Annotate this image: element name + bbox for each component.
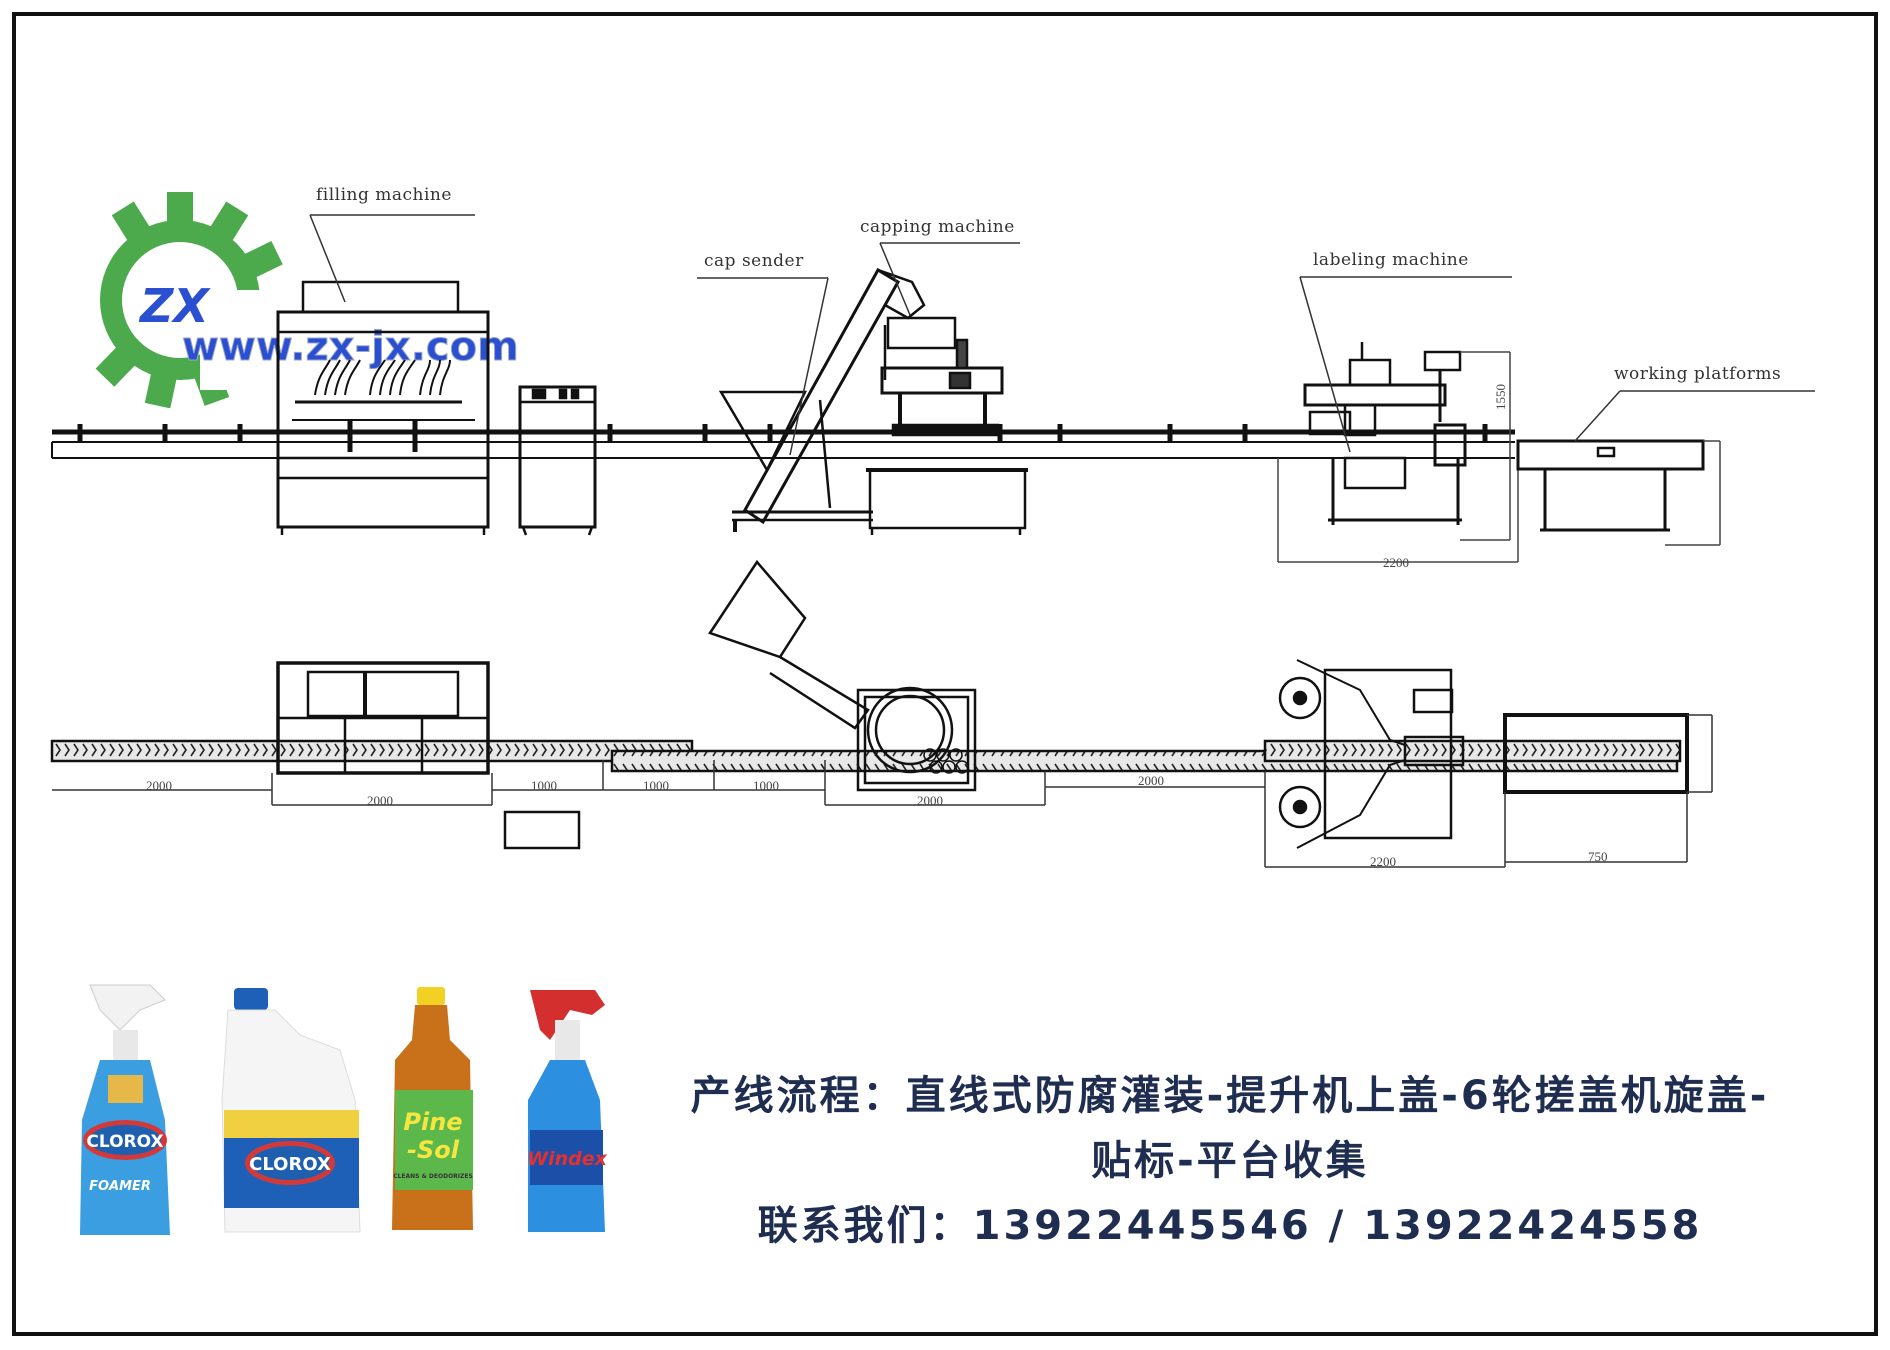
svg-text:Pine: Pine	[403, 1108, 462, 1136]
dim-capping-section: 2000	[917, 793, 943, 808]
leader-lines	[309, 214, 1815, 456]
contact-info: 联系我们：13922445546 / 13922424558	[757, 1203, 1703, 1249]
top-conveyor-segment-3	[1263, 739, 1682, 763]
side-view-labels: filling machine cap sender capping machi…	[316, 185, 1781, 570]
conveyor-posts	[77, 424, 1488, 442]
svg-text:Windex: Windex	[527, 1148, 607, 1170]
filling-machine	[276, 280, 490, 535]
gear-icon	[95, 192, 290, 409]
dim-gap-1: 1000	[531, 778, 557, 793]
svg-text:FOAMER: FOAMER	[89, 1179, 151, 1194]
filling-machine-top	[276, 661, 490, 775]
bottle-windex: Windex	[527, 990, 608, 1232]
control-cabinet	[518, 385, 597, 536]
flow-description-line-1: 产线流程：直线式防腐灌装-提升机上盖-6轮搓盖机旋盖-	[690, 1073, 1770, 1119]
dim-labeler-height: 1550	[1493, 384, 1508, 410]
label-working-platforms: working platforms	[1614, 364, 1781, 384]
svg-text:CLOROX: CLOROX	[249, 1154, 331, 1175]
label-labeling-machine: labeling machine	[1313, 250, 1469, 270]
svg-text:CLEANS & DEODORIZES: CLEANS & DEODORIZES	[393, 1173, 473, 1180]
label-capping-machine: capping machine	[860, 217, 1015, 237]
dim-platform: 750	[1588, 849, 1608, 864]
logo-mark: ZX	[138, 279, 211, 333]
top-view	[50, 559, 1713, 868]
dim-gap-3: 1000	[753, 778, 779, 793]
labeling-machine	[1303, 342, 1467, 525]
bottle-pine-sol: Pine -Sol CLEANS & DEODORIZES	[392, 987, 473, 1230]
dim-filling-section: 2000	[367, 793, 393, 808]
capping-machine	[866, 316, 1028, 535]
dim-gap-2: 1000	[643, 778, 669, 793]
product-bottles: CLOROX FOAMER CLOROX Pine -Sol CLEANS & …	[80, 984, 608, 1235]
top-view-dimensions: 2000 2000 1000 1000 1000 2000 2000 2200 …	[146, 773, 1608, 869]
labeling-machine-top	[1278, 659, 1465, 849]
flow-description-line-2: 贴标-平台收集	[1091, 1138, 1369, 1184]
company-logo: ZX www.zx-jx.com	[95, 192, 519, 409]
platform-top	[1503, 713, 1689, 794]
top-dimension-lines	[52, 714, 1713, 868]
label-filling-machine: filling machine	[316, 185, 452, 205]
labeler-dimension-lines	[1277, 351, 1519, 563]
dim-labeling-section: 2200	[1370, 854, 1396, 869]
bottle-clorox-foamer: CLOROX FOAMER	[80, 984, 170, 1235]
filling-nozzles	[314, 359, 451, 452]
dim-conveyor-after-capping: 2000	[1138, 773, 1164, 788]
cap-sender	[718, 267, 926, 532]
label-cap-sender: cap sender	[704, 251, 804, 271]
working-platform	[1516, 439, 1721, 546]
svg-text:-Sol: -Sol	[407, 1136, 460, 1164]
svg-text:CLOROX: CLOROX	[86, 1132, 163, 1152]
control-cabinet-top	[503, 810, 581, 850]
dim-infeed-conveyor: 2000	[146, 778, 172, 793]
top-conveyor-segment-1	[50, 739, 694, 763]
side-view	[51, 214, 1815, 563]
capping-machine-top	[708, 559, 977, 792]
dim-labeler-width: 2200	[1383, 555, 1409, 570]
bottle-clorox-bleach: CLOROX	[221, 988, 361, 1233]
